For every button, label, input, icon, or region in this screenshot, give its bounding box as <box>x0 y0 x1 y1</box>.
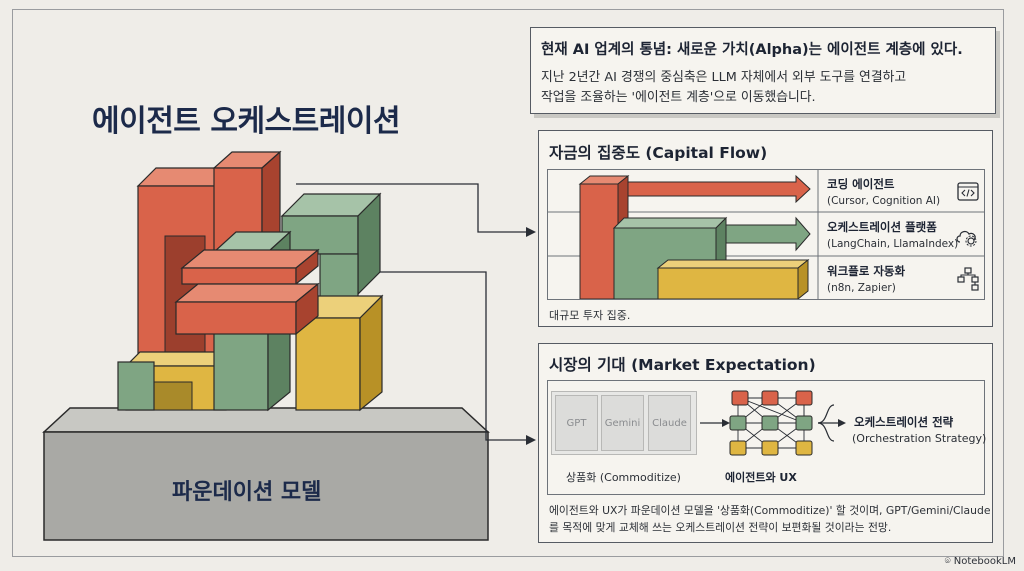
block-orange-slab-1 <box>180 248 320 286</box>
capital-flow-title: 자금의 집중도 (Capital Flow) <box>549 144 768 162</box>
cloud-gear-icon <box>956 230 977 247</box>
block-orange-slab-2 <box>174 282 320 336</box>
foundation-model-label: 파운데이션 모델 <box>172 480 322 505</box>
connector-arrowhead-2 <box>526 435 536 445</box>
workflow-icon <box>957 267 979 291</box>
model-card-gpt: GPT <box>555 395 598 451</box>
notebooklm-watermark: ⌾ NotebookLM <box>945 556 1016 567</box>
intro-body-line-1: 지난 2년간 AI 경쟁의 중심축은 LLM 자체에서 외부 도구를 연결하고 <box>541 70 907 85</box>
orchestration-strategy-label: 오케스트레이션 전략 <box>854 415 954 429</box>
capital-row-sub: (n8n, Zapier) <box>827 282 896 294</box>
capital-row-title: 워크플로 자동화 <box>827 264 906 278</box>
intro-body-line-2: 작업을 조율하는 '에이전트 계층'으로 이동했습니다. <box>541 90 816 105</box>
notebooklm-logo-icon: ⌾ <box>944 556 951 567</box>
capital-flow-panel: 자금의 집중도 (Capital Flow) <box>538 130 993 327</box>
foundation-slab <box>42 407 490 541</box>
capital-row-coding-agent: 코딩 에이전트 (Cursor, Cognition AI) <box>827 176 940 207</box>
capital-row-title: 오케스트레이션 플랫폼 <box>827 220 937 234</box>
block-green-left <box>117 361 155 411</box>
market-diagram: GPT Gemini Claude 상품화 (Commoditize) <box>547 380 987 495</box>
market-footer-line-2: 를 목적에 맞게 교체해 쓰는 오케스트레이션 전략이 보편화될 것이라는 전망… <box>549 521 892 534</box>
intro-heading: 현재 AI 업계의 통념: 새로운 가치(Alpha)는 에이전트 계층에 있다… <box>541 42 963 58</box>
connector-lines <box>296 183 530 441</box>
connector-arrowhead-1 <box>526 227 536 237</box>
capital-bar-yellow <box>656 258 810 299</box>
model-card-claude: Claude <box>648 395 691 451</box>
orchestration-strategy-sublabel: (Orchestration Strategy) <box>852 432 987 445</box>
model-card-gemini: Gemini <box>601 395 644 451</box>
agent-ux-label: 에이전트와 UX <box>725 471 797 484</box>
capital-row-sub: (Cursor, Cognition AI) <box>827 195 941 207</box>
capital-caption: 대규모 투자 집중. <box>549 309 631 322</box>
code-window-icon <box>957 182 979 201</box>
capital-flow-bars <box>548 170 984 299</box>
intro-panel: 현재 AI 업계의 통념: 새로운 가치(Alpha)는 에이전트 계층에 있다… <box>530 27 996 114</box>
capital-row-sub: (LangChain, LlamaIndex) <box>827 238 959 250</box>
capital-row-orchestration-platform: 오케스트레이션 플랫폼 (LangChain, LlamaIndex) <box>827 219 958 250</box>
commoditize-label: 상품화 (Commoditize) <box>566 471 681 484</box>
capital-bar-orange <box>578 174 811 299</box>
capital-row-workflow-automation: 워크플로 자동화 (n8n, Zapier) <box>827 263 905 294</box>
agent-orchestration-illustration <box>42 150 536 541</box>
capital-row-title: 코딩 에이전트 <box>827 177 895 191</box>
market-expectation-panel: 시장의 기대 (Market Expectation) GPT Gemini C… <box>538 343 993 543</box>
main-title: 에이전트 오케스트레이션 <box>92 104 401 139</box>
market-expectation-title: 시장의 기대 (Market Expectation) <box>549 356 816 374</box>
capital-flow-chart: 코딩 에이전트 (Cursor, Cognition AI) 오케스트레이션 플… <box>547 169 985 300</box>
market-footer-line-1: 에이전트와 UX가 파운데이션 모델을 '상품화(Commoditize)' 할… <box>549 504 991 517</box>
notebooklm-label: NotebookLM <box>953 556 1016 567</box>
outer-frame <box>12 9 1004 557</box>
agent-network-diagram <box>700 390 846 456</box>
